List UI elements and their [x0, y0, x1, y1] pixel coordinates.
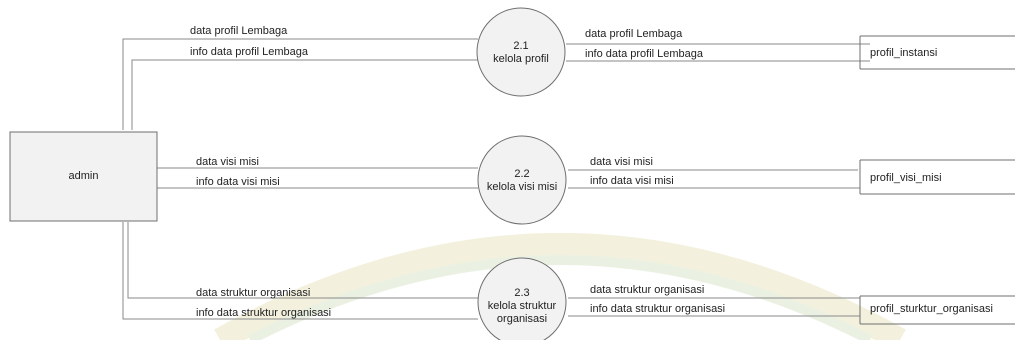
- flow-label-s3-out: info data struktur organisasi: [590, 303, 726, 315]
- flow-label-p1-out: info data profil Lembaga: [190, 46, 309, 58]
- entity-admin-box: [9, 131, 158, 222]
- flow-label-p2-out: info data visi misi: [196, 176, 280, 188]
- data-store-2: [859, 159, 1015, 195]
- flow-label-s2-out: info data visi misi: [590, 175, 674, 187]
- flow-line-p3-out: [122, 222, 478, 320]
- process-2-name: kelola visi misi: [486, 181, 558, 193]
- flow-label-p3-out: info data struktur organisasi: [196, 307, 332, 319]
- process-3-name: kelola struktur organisasi: [487, 300, 557, 325]
- flow-label-s1-in: data profil Lembaga: [585, 28, 683, 40]
- data-store-1: [859, 35, 1015, 70]
- process-circle-2: [477, 135, 567, 225]
- flow-label-s1-out: info data profil Lembaga: [585, 48, 704, 60]
- data-store-3: [859, 295, 1015, 325]
- store-2-label: profil_visi_misi: [870, 172, 942, 184]
- flow-line-p1-in: [122, 38, 478, 130]
- flow-line-p1-out: [131, 59, 478, 130]
- flow-label-s2-in: data visi misi: [590, 156, 653, 168]
- store-1-label: profil_instansi: [870, 47, 938, 59]
- entity-admin-label: admin: [68, 170, 99, 182]
- flow-label-p1-in: data profil Lembaga: [190, 25, 288, 37]
- process-1-name: kelola profil: [493, 53, 549, 65]
- process-3-number: 2.3: [514, 287, 530, 299]
- flow-line-p3-in: [127, 222, 478, 299]
- process-circle-1: [476, 7, 566, 97]
- process-2-number: 2.2: [514, 168, 530, 180]
- store-3-label: profil_sturktur_organisasi: [870, 303, 993, 315]
- watermark-seal: [214, 233, 906, 340]
- flow-label-s3-in: data struktur organisasi: [590, 284, 705, 296]
- data-stores: [859, 35, 1015, 325]
- process-circle-3: [477, 257, 567, 340]
- flow-label-p2-in: data visi misi: [196, 156, 259, 168]
- process-1-number: 2.1: [513, 40, 529, 52]
- flow-lines: [122, 38, 870, 320]
- flow-label-p3-in: data struktur organisasi: [196, 287, 311, 299]
